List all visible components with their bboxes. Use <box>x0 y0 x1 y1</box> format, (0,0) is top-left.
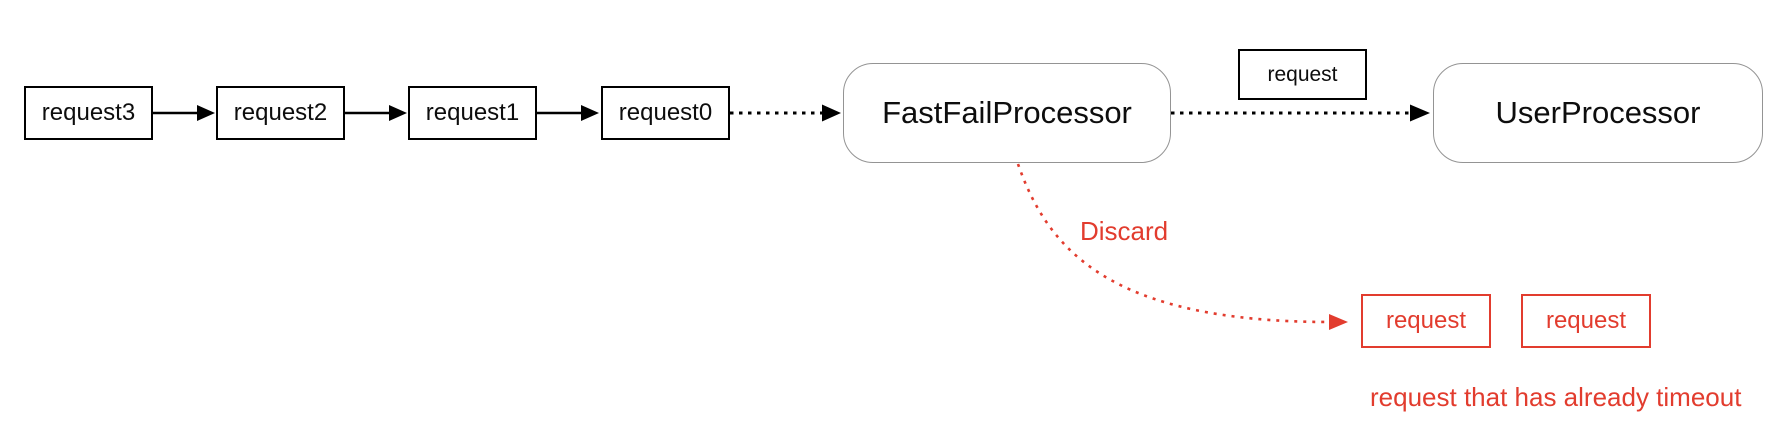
queue-node-request3: request3 <box>24 86 153 140</box>
arrow-request3-to-request2-arrowhead-icon <box>197 105 215 121</box>
arrow-request2-to-request1-arrowhead-icon <box>389 105 407 121</box>
user-processor-node: UserProcessor <box>1433 63 1763 163</box>
dotted-arrow-request0-to-fastfail-arrowhead-icon <box>822 104 841 122</box>
discard-label: Discard <box>1080 216 1169 246</box>
queue-node-request0: request0 <box>601 86 730 140</box>
in-flight-request-box: request <box>1238 49 1367 100</box>
queue-node-request1: request1 <box>408 86 537 140</box>
timeout-caption: request that has already timeout <box>1370 382 1742 412</box>
discard-curve-arrowhead-icon <box>1329 314 1348 330</box>
discard-curve-arrow <box>1016 163 1331 324</box>
arrow-request1-to-request0-arrowhead-icon <box>581 105 599 121</box>
discarded-request-box-1: request <box>1361 294 1491 348</box>
dotted-arrow-fastfail-to-userprocessor-arrowhead-icon <box>1410 104 1430 122</box>
fastfail-processor-node: FastFailProcessor <box>843 63 1171 163</box>
queue-node-request2: request2 <box>216 86 345 140</box>
discarded-request-box-2: request <box>1521 294 1651 348</box>
